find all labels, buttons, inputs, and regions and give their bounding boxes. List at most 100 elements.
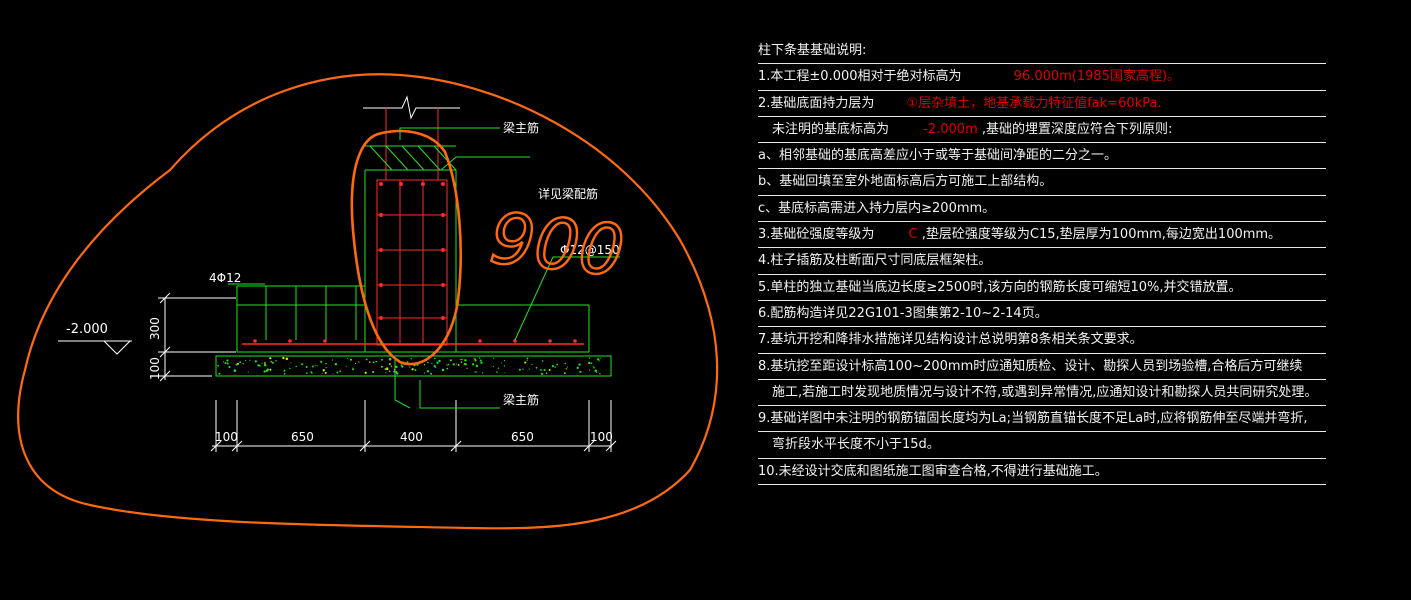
blinding-speckle	[301, 363, 304, 366]
blinding-speckle	[395, 365, 398, 369]
elevation-label: -2.000	[66, 322, 108, 337]
blinding-speckle	[269, 357, 272, 360]
blinding-speckle	[576, 366, 579, 370]
note-line-7: 3.基础砼强度等级为 C ,垫层砼强度等级为C15,垫层厚为100mm,每边宽出…	[758, 222, 1326, 249]
blinding-speckle	[358, 361, 360, 363]
blinding-speckle	[406, 361, 409, 363]
blinding-speckle	[228, 365, 231, 369]
blinding-speckle	[431, 362, 433, 364]
blinding-speckle	[332, 359, 334, 361]
note-line-5: b、基础回填至室外地面标高后方可施工上部结构。	[758, 169, 1326, 196]
blinding-speckle	[289, 367, 291, 370]
blinding-speckle	[535, 366, 538, 369]
blinding-speckle	[364, 371, 367, 374]
blinding-speckle	[472, 363, 475, 366]
blinding-speckle	[352, 368, 354, 371]
blinding-speckle	[254, 360, 257, 363]
note-1-text: 1.本工程±0.000相对于绝对标高为	[758, 69, 962, 85]
blinding-speckle	[579, 370, 582, 373]
blinding-speckle	[283, 369, 286, 372]
blinding-speckle	[263, 370, 266, 373]
blinding-speckle	[354, 363, 357, 365]
strip-footing-outline	[236, 285, 590, 353]
blinding-speckle	[270, 360, 273, 363]
note-15-text: 弯折段水平长度不小于15d。	[772, 437, 940, 453]
blinding-speckle	[266, 368, 269, 371]
blinding-speckle	[269, 368, 272, 371]
blinding-speckle	[592, 365, 594, 367]
blinding-speckle	[543, 368, 546, 372]
dim-right-100: 100	[590, 430, 613, 444]
blinding-speckle	[332, 373, 334, 375]
blinding-speckle	[339, 370, 341, 372]
blinding-speckle	[426, 370, 430, 373]
note-14-text: 9.基础详图中未注明的钢筋锚固长度均为La;当钢筋直锚长度不足La时,应将钢筋伸…	[758, 411, 1308, 427]
blinding-speckle	[436, 361, 439, 364]
note-line-4: a、相邻基础的基底高差应小于或等于基础间净距的二分之一。	[758, 143, 1326, 170]
blinding-speckle	[263, 363, 267, 367]
dim-column-400: 400	[400, 430, 423, 444]
blinding-speckle	[401, 365, 404, 368]
note-line-1: 1.本工程±0.000相对于绝对标高为 96.000m(1985国家高程)。	[758, 64, 1326, 91]
blinding-speckle	[464, 359, 467, 362]
blinding-speckle	[325, 362, 327, 365]
blinding-speckle	[346, 357, 348, 359]
blinding-speckle	[503, 365, 506, 367]
blinding-speckle	[247, 371, 249, 373]
blinding-speckle	[325, 366, 327, 369]
blinding-speckle	[524, 361, 527, 364]
blinding-speckle	[598, 360, 600, 362]
blinding-speckle	[285, 357, 289, 361]
blinding-speckle	[305, 366, 308, 368]
blinding-speckle	[526, 359, 528, 361]
annotation-column-loop	[350, 129, 462, 366]
blinding-speckle	[423, 372, 426, 374]
blinding-speckle	[310, 371, 313, 373]
note-line-8: 4.柱子插筋及柱断面尺寸同底层框架柱。	[758, 248, 1326, 275]
blinding-speckle	[283, 372, 286, 375]
blinding-speckle	[518, 368, 521, 371]
note-line-12: 8.基坑挖至距设计标高100~200mm时应通知质检、设计、勘探人员到场验槽,合…	[758, 354, 1326, 380]
note-7-concrete-grade-value: C	[908, 227, 918, 243]
blinding-speckle	[226, 362, 229, 365]
note-line-3: 未注明的基底标高为 -2.000m ,基础的埋置深度应符合下列原则:	[758, 117, 1326, 144]
blinding-speckle	[245, 360, 247, 362]
blinding-speckle	[480, 361, 483, 364]
blinding-speckle	[556, 363, 559, 366]
annotation-ellipse-loop	[17, 73, 719, 530]
blinding-speckle	[349, 358, 352, 361]
note-line-14: 9.基础详图中未注明的钢筋锚固长度均为La;当钢筋直锚长度不足La时,应将钢筋伸…	[758, 406, 1326, 433]
blinding-speckle	[597, 358, 600, 361]
blinding-speckle	[218, 372, 221, 375]
blinding-speckle	[548, 369, 551, 371]
blinding-speckle	[590, 362, 593, 365]
blinding-speckle	[430, 372, 433, 375]
note-16-text: 10.未经设计交底和图纸施工图审查合格,不得进行基础施工。	[758, 463, 1108, 479]
blinding-speckle	[438, 359, 441, 363]
blinding-speckle	[264, 362, 266, 364]
note-line-16: 10.未经设计交底和图纸施工图审查合格,不得进行基础施工。	[758, 459, 1326, 486]
blinding-speckle	[504, 372, 506, 374]
blinding-speckle	[492, 357, 495, 359]
note-2-text: 2.基础底面持力层为	[758, 95, 875, 111]
break-line-symbol	[363, 95, 460, 120]
blinding-speckle	[222, 361, 224, 363]
rebar-4phi12-label: 4Φ12	[209, 271, 241, 285]
note-1-elevation-value: 96.000m(1985国家高程)。	[1013, 69, 1181, 85]
see-beam-reinf-label: 详见梁配筋	[538, 186, 598, 201]
blinding-speckle	[320, 360, 323, 363]
dim-left-100: 100	[215, 430, 238, 444]
note-line-9: 5.单柱的独立基础当底边长度≥2500时,该方向的钢筋长度可缩短10%,并交错放…	[758, 275, 1326, 301]
note-line-2: 2.基础底面持力层为 ①层杂填土，地基承载力特征值fak=60kPa.	[758, 91, 1326, 117]
blinding-speckle	[410, 358, 412, 360]
blinding-speckle	[459, 359, 461, 361]
note-line-13: 施工,若施工时发现地质情况与设计不符,或遇到异常情况,应通知设计和勘探人员共同研…	[758, 380, 1326, 407]
blinding-speckle	[395, 372, 399, 375]
blinding-speckle	[500, 362, 502, 364]
note-3-text: 未注明的基底标高为	[772, 121, 890, 137]
blinding-speckle	[447, 363, 450, 366]
blinding-speckle	[466, 367, 468, 370]
blinding-speckle	[372, 370, 375, 374]
note-11-text: 7.基坑开挖和降排水措施详见结构设计总说明第8条相关条文要求。	[758, 332, 1143, 348]
